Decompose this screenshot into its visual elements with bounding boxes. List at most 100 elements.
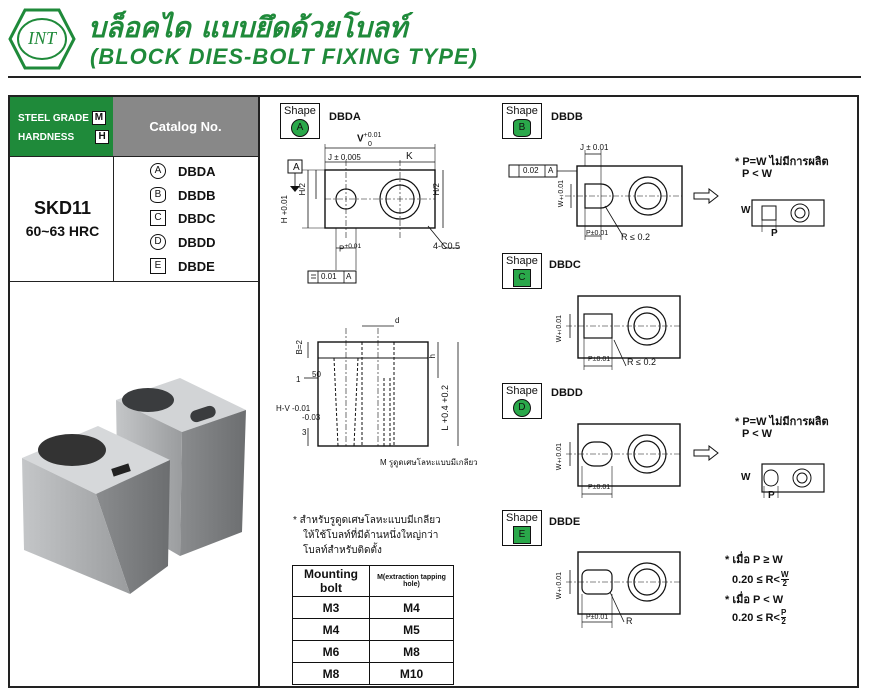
catalog-code: DBDB [178,187,216,203]
photo-divider [10,281,258,282]
header-divider [8,76,861,78]
dbdd-drawing [566,423,681,498]
steel-grade-box: M [91,111,106,125]
dim-one: 1 [296,375,301,384]
shape-mark: C [150,210,166,226]
dbdb-small-w: W [741,205,751,216]
page-title-en: (BLOCK DIES-BOLT FIXING TYPE) [90,44,478,69]
dbde-cond1: * เมื่อ P ≥ W [725,554,783,566]
dim-v-tol: 0 [368,141,372,148]
content-frame [8,95,859,688]
catalog-code: DBDE [178,258,215,274]
dbdd-small-drawing [761,463,825,498]
page-title-th: บล็อคได แบบยึดด้วยโบลท์ [88,11,408,44]
dbdd-small-p: P [768,490,775,501]
dbdd-w: W±0.01 [556,443,563,471]
dbdb-title: DBDB [551,111,583,123]
dbdd-small-w: W [741,472,751,483]
dbdd-note2: P < W [742,428,773,440]
dbda-drawing [287,144,460,284]
dbdc-title: DBDC [549,259,581,271]
shape-mark: E [150,258,166,274]
dbdc-w: W±0.01 [556,315,563,343]
catalog-item: E DBDE [150,258,215,274]
dbdb-small-p: P [771,228,778,239]
dbde-cond2: * เมื่อ P < W [725,594,784,606]
dim-h2-right: H/2 [432,183,441,196]
left-column [8,95,260,688]
dim-h: H +0.01 [280,195,289,224]
dbdc-drawing [566,295,681,370]
hardness-value: 60~63 HRC [25,223,100,239]
flatness-datum: A [346,272,352,281]
product-photo [22,378,246,594]
arrow-icon [693,445,719,461]
dbdb-r: R ≤ 0.2 [621,232,650,242]
shape-a-mark: A [290,119,309,137]
dbde-drawing [566,551,681,628]
catalog-code: DBDD [178,234,216,250]
shape-b-mark: B [512,119,531,137]
catalog-header: Catalog No. [113,97,258,156]
dbde-p: P±0.01 [586,614,609,621]
dbde-w: W±0.01 [556,572,563,600]
m-note: M รูดูดเศษโลหะแบบมีเกลียว [380,458,478,467]
bolt-note: * สำหรับรูดูดเศษโลหะแบบมีเกลียว ให้ใช้โบ… [293,515,441,556]
shape-e-mark: E [512,526,531,544]
shape-c-mark: C [512,269,531,287]
dbde-r: R [626,616,633,626]
dbdc-r: R ≤ 0.2 [627,357,656,367]
arrow-icon [693,188,719,204]
dim-three: 3 [302,428,307,437]
flatness-value: 0.01 [321,272,337,281]
dim-angle: 50 [312,370,321,379]
dbda-title: DBDA [329,111,361,123]
hardness-box: H [95,130,110,144]
dim-h-small: h [428,354,437,359]
catalog-code: DBDC [178,210,216,226]
shape-label: Shape [284,105,316,117]
dim-b2: B=2 [295,340,304,355]
dbdd-title: DBDD [551,387,583,399]
logo-text: INT [27,28,56,48]
dim-chamfer: 4-C0.5 [433,241,461,251]
dbdb-note1: * P=W ไม่มีการผลิต [735,156,829,168]
material-grade: SKD11 [33,198,92,218]
dbdb-datum: A [548,166,554,175]
dbdb-flat: 0.02 [523,166,539,175]
dbdb-j: J ± 0.01 [580,143,609,152]
dim-hv: H-V -0.01-0.03 [276,404,321,422]
dbdb-p: P±0.01 [586,230,609,237]
shape-mark: D [150,234,166,250]
hardness-label: HARDNESS [18,131,75,143]
dim-p: P+0.01 [339,243,362,254]
catalog-divider [113,156,114,281]
dim-l: L +0.4 +0.2 [440,385,450,431]
dim-k: K [406,151,413,162]
dim-h2-left: H/2 [298,183,307,196]
catalog-item: D DBDD [150,234,216,250]
header-bottom-line [10,156,258,157]
catalog-code: DBDA [178,163,216,179]
dim-d: d [395,316,400,325]
shape-d-mark: D [512,399,531,417]
datum-a: A [293,162,300,173]
dbdd-p: P±0.01 [588,484,611,491]
dbdb-note2: P < W [742,168,773,180]
logo: INT [8,8,76,70]
steel-grade-label: STEEL GRADE [18,112,89,124]
